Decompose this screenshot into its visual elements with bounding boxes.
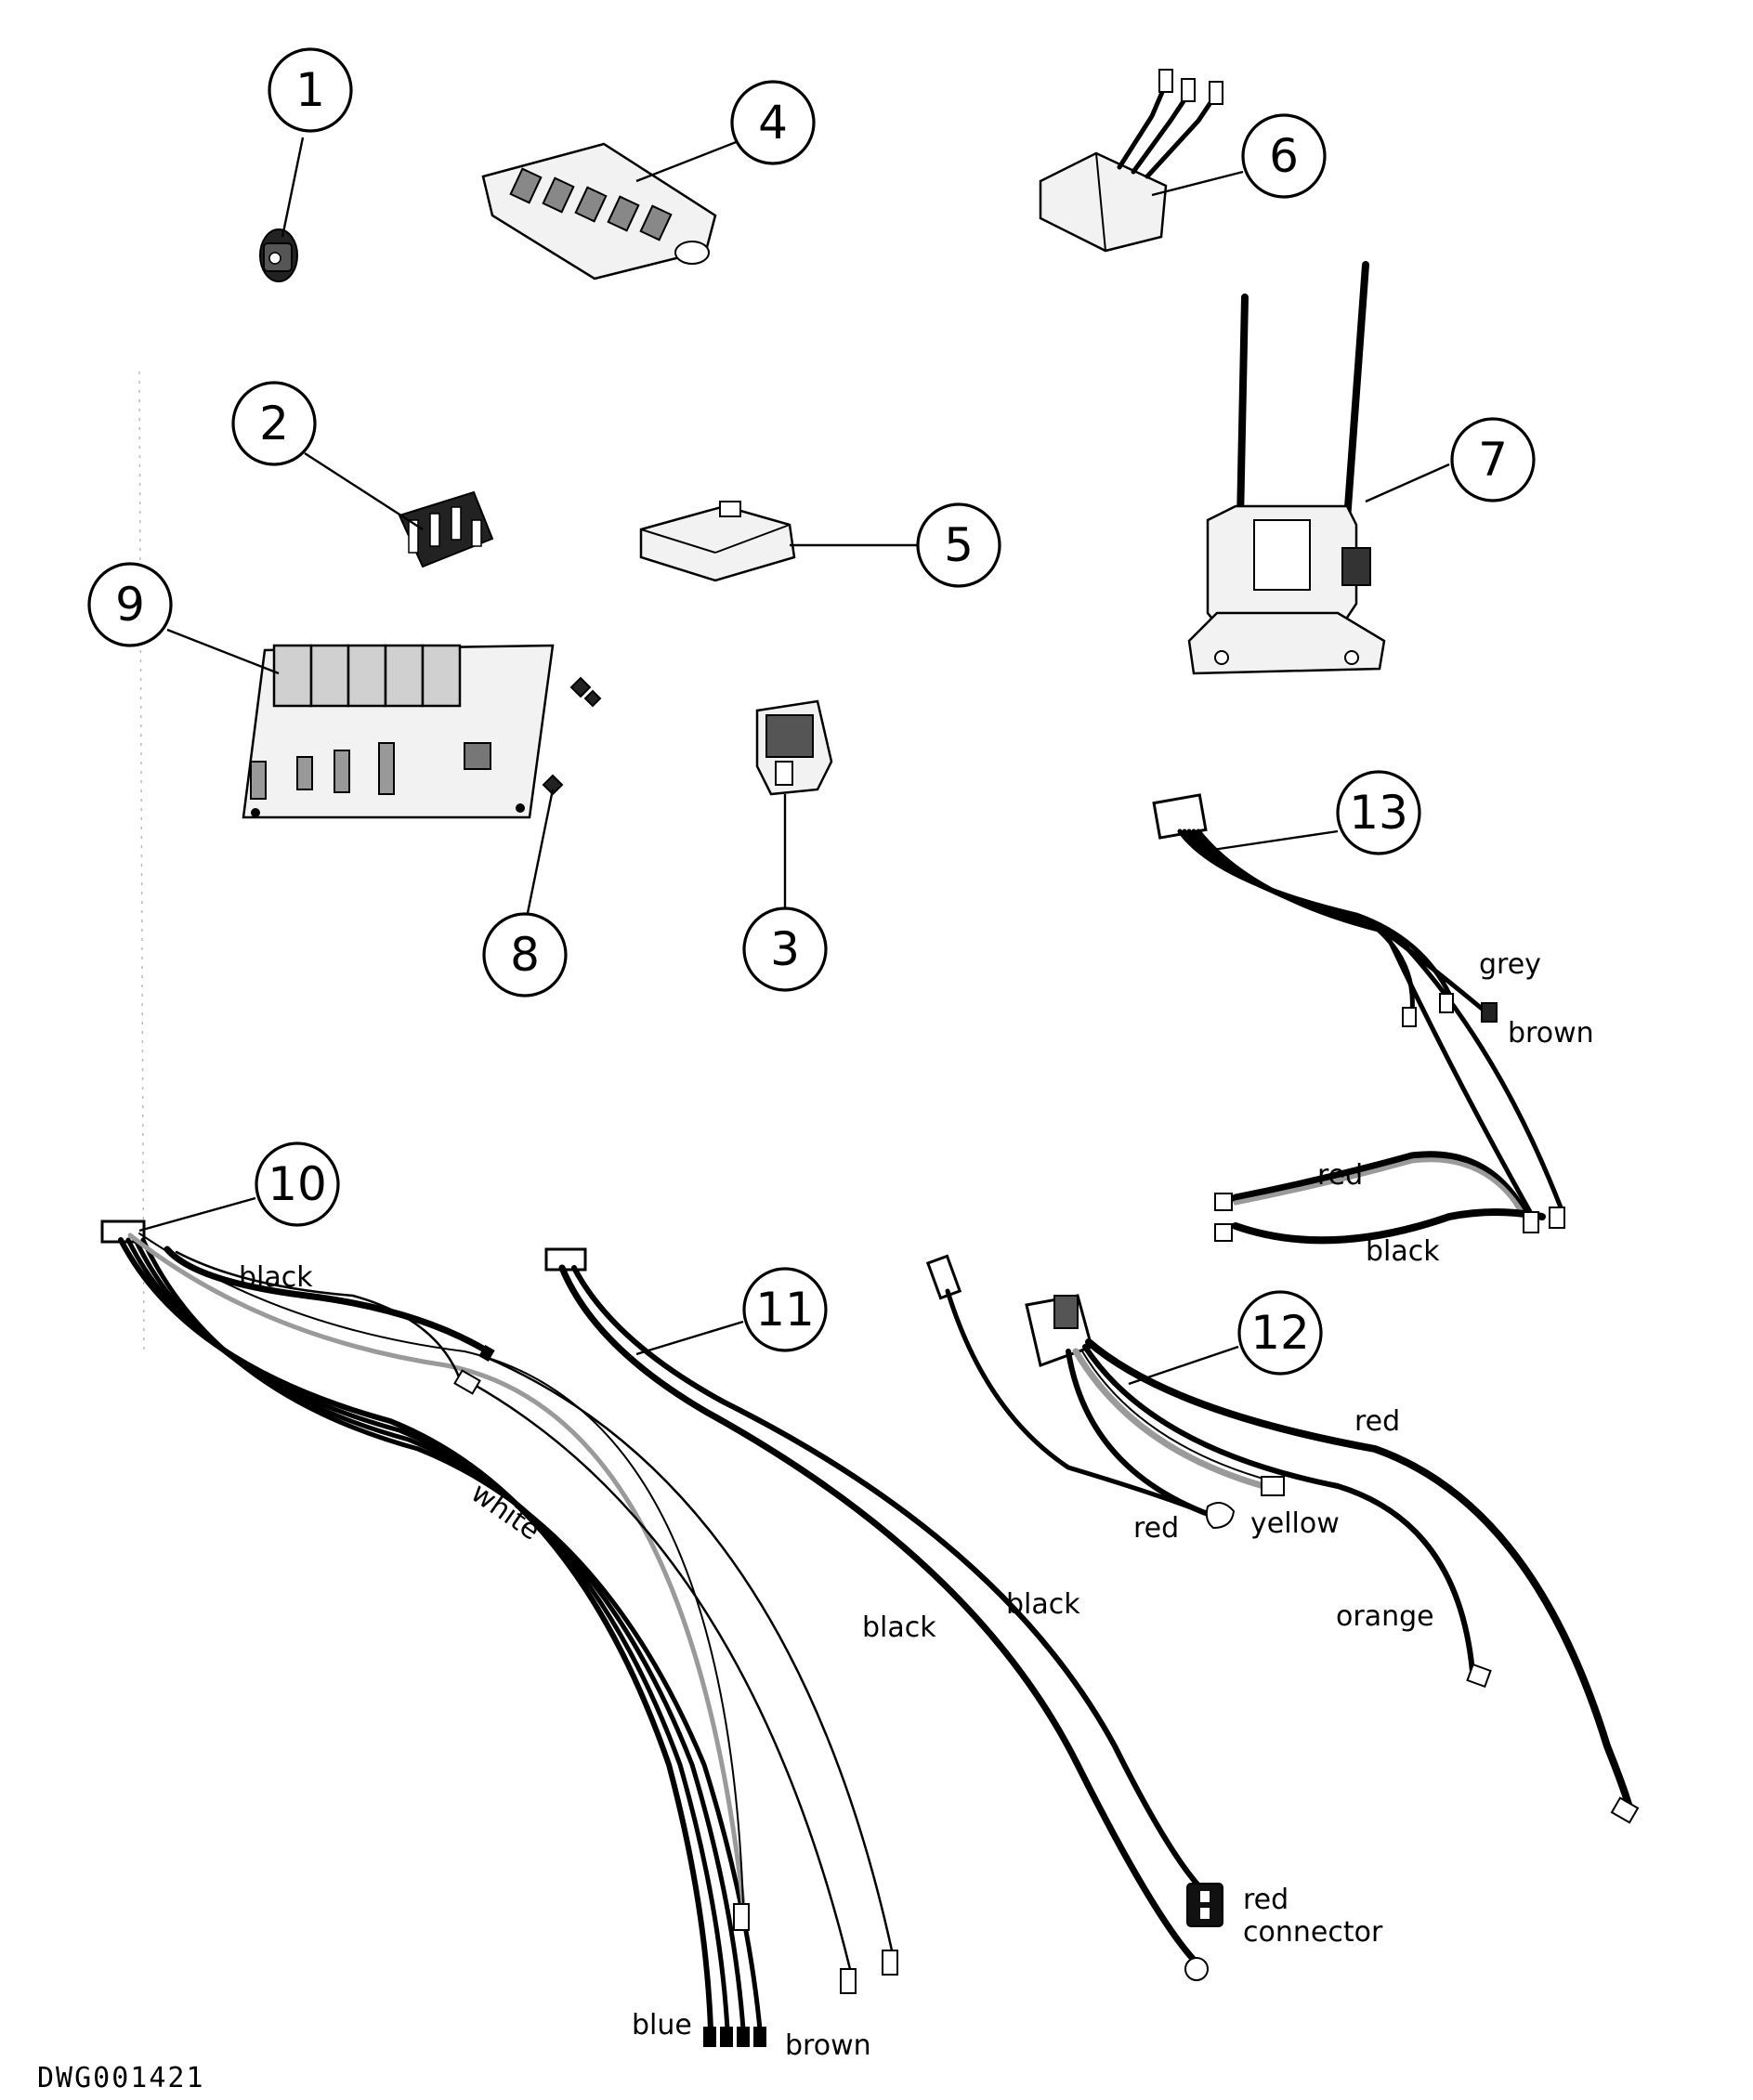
label-10-white: white xyxy=(464,1477,545,1547)
callout-2-number: 2 xyxy=(259,397,289,450)
callout-12-number: 12 xyxy=(1250,1306,1310,1360)
callout-13-number: 13 xyxy=(1349,786,1408,840)
red-connector-icon xyxy=(1186,1883,1223,1927)
wire-labels: grey brown red black black white blue br… xyxy=(239,948,1594,2062)
callout-9: 9 xyxy=(87,562,173,647)
label-12-orange: orange xyxy=(1336,1600,1434,1633)
part-6-component xyxy=(1039,69,1223,253)
callout-1: 1 xyxy=(268,47,353,133)
callout-4-number: 4 xyxy=(758,96,788,150)
part-3-relay xyxy=(755,699,833,796)
callout-2: 2 xyxy=(231,381,317,466)
callout-13: 13 xyxy=(1336,770,1421,855)
harness-12 xyxy=(925,1254,1640,1824)
callout-3-number: 3 xyxy=(770,922,800,976)
harness-10 xyxy=(100,1220,898,2047)
label-10-brown: brown xyxy=(785,2029,871,2062)
callout-7: 7 xyxy=(1450,417,1536,502)
label-11-black-right: black xyxy=(1006,1588,1080,1621)
label-11-red: red xyxy=(1243,1884,1289,1916)
drawing-id: DWG001421 xyxy=(37,2062,205,2094)
callout-5-number: 5 xyxy=(944,518,974,572)
part-1-switch xyxy=(259,228,298,282)
part-8-standoffs xyxy=(542,676,602,796)
scan-edge-line xyxy=(138,371,145,1357)
callout-5: 5 xyxy=(916,502,1001,588)
harness-13 xyxy=(1152,793,1565,1245)
callout-12: 12 xyxy=(1237,1290,1323,1376)
label-13-grey: grey xyxy=(1479,948,1541,981)
part-5-housing xyxy=(639,501,796,582)
part-9-control-board xyxy=(242,644,555,819)
label-12-red-top: red xyxy=(1354,1405,1400,1438)
label-10-blue: blue xyxy=(632,2009,692,2041)
callout-6: 6 xyxy=(1241,113,1327,199)
label-12-yellow: yellow xyxy=(1250,1507,1340,1540)
callout-3: 3 xyxy=(742,907,828,992)
callout-10-number: 10 xyxy=(268,1157,327,1211)
label-13-black: black xyxy=(1366,1235,1440,1268)
leader-lines xyxy=(138,137,1450,1386)
part-7-transformer xyxy=(1187,261,1386,675)
callout-11-number: 11 xyxy=(755,1283,815,1337)
part-4-terminal-strip xyxy=(481,142,717,280)
label-13-brown: brown xyxy=(1508,1017,1594,1050)
part-2-switch-bank xyxy=(398,490,494,568)
callout-4: 4 xyxy=(730,80,816,165)
label-10-black: black xyxy=(239,1261,313,1294)
callout-7-number: 7 xyxy=(1478,433,1508,487)
label-11-connector: connector xyxy=(1243,1916,1383,1949)
callout-9-number: 9 xyxy=(115,578,145,632)
callout-6-number: 6 xyxy=(1269,129,1299,183)
callout-8: 8 xyxy=(482,912,568,998)
callout-1-number: 1 xyxy=(295,63,325,117)
label-13-red: red xyxy=(1317,1159,1363,1192)
label-12-red: red xyxy=(1133,1512,1179,1545)
callout-10: 10 xyxy=(255,1141,340,1227)
callout-11: 11 xyxy=(742,1267,828,1352)
label-11-black-left: black xyxy=(862,1611,936,1644)
callout-8-number: 8 xyxy=(510,928,540,982)
